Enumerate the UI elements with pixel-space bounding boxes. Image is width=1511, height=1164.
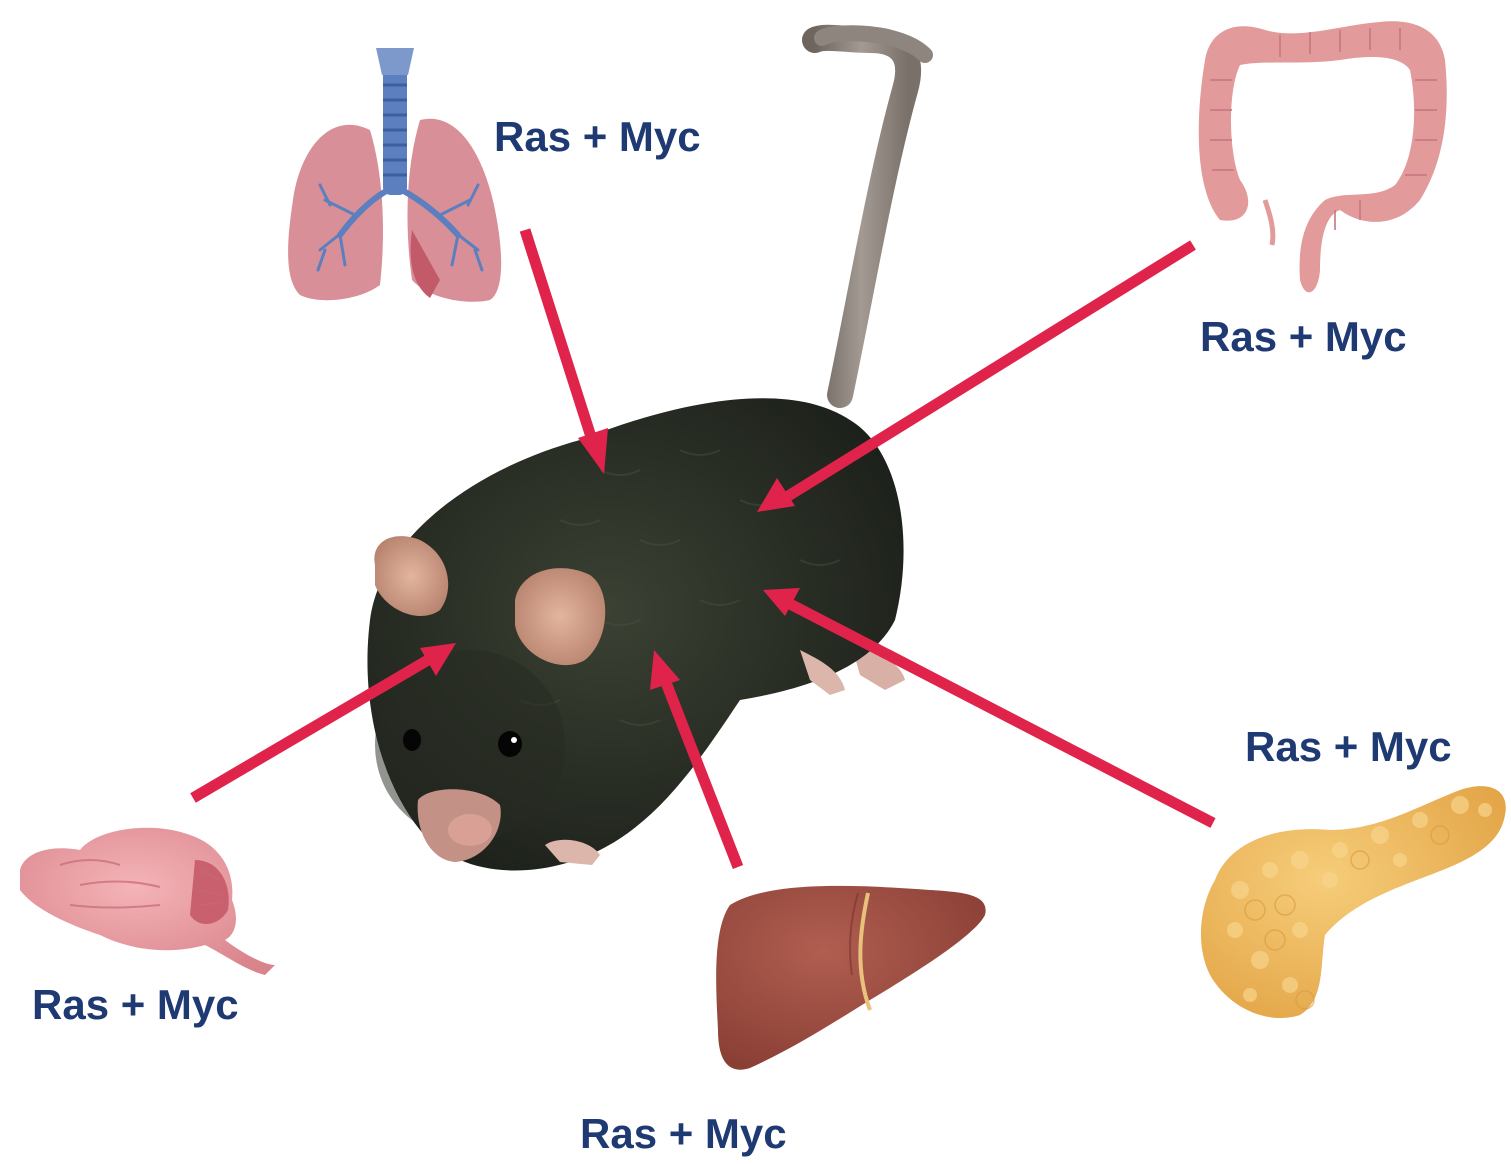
arrow-colon bbox=[757, 245, 1193, 512]
lung-label: Ras + Myc bbox=[494, 116, 701, 158]
pancreas-icon bbox=[1201, 786, 1506, 1018]
lung-icon bbox=[288, 48, 501, 302]
liver-label: Ras + Myc bbox=[580, 1113, 787, 1155]
brain-label: Ras + Myc bbox=[32, 984, 239, 1026]
arrow-pancreas bbox=[763, 588, 1213, 823]
liver-icon bbox=[716, 886, 985, 1070]
arrow-lung bbox=[525, 230, 608, 474]
colon-icon bbox=[1199, 21, 1447, 292]
colon-label: Ras + Myc bbox=[1200, 316, 1407, 358]
pancreas-label: Ras + Myc bbox=[1245, 726, 1452, 768]
brain-icon bbox=[20, 828, 275, 975]
